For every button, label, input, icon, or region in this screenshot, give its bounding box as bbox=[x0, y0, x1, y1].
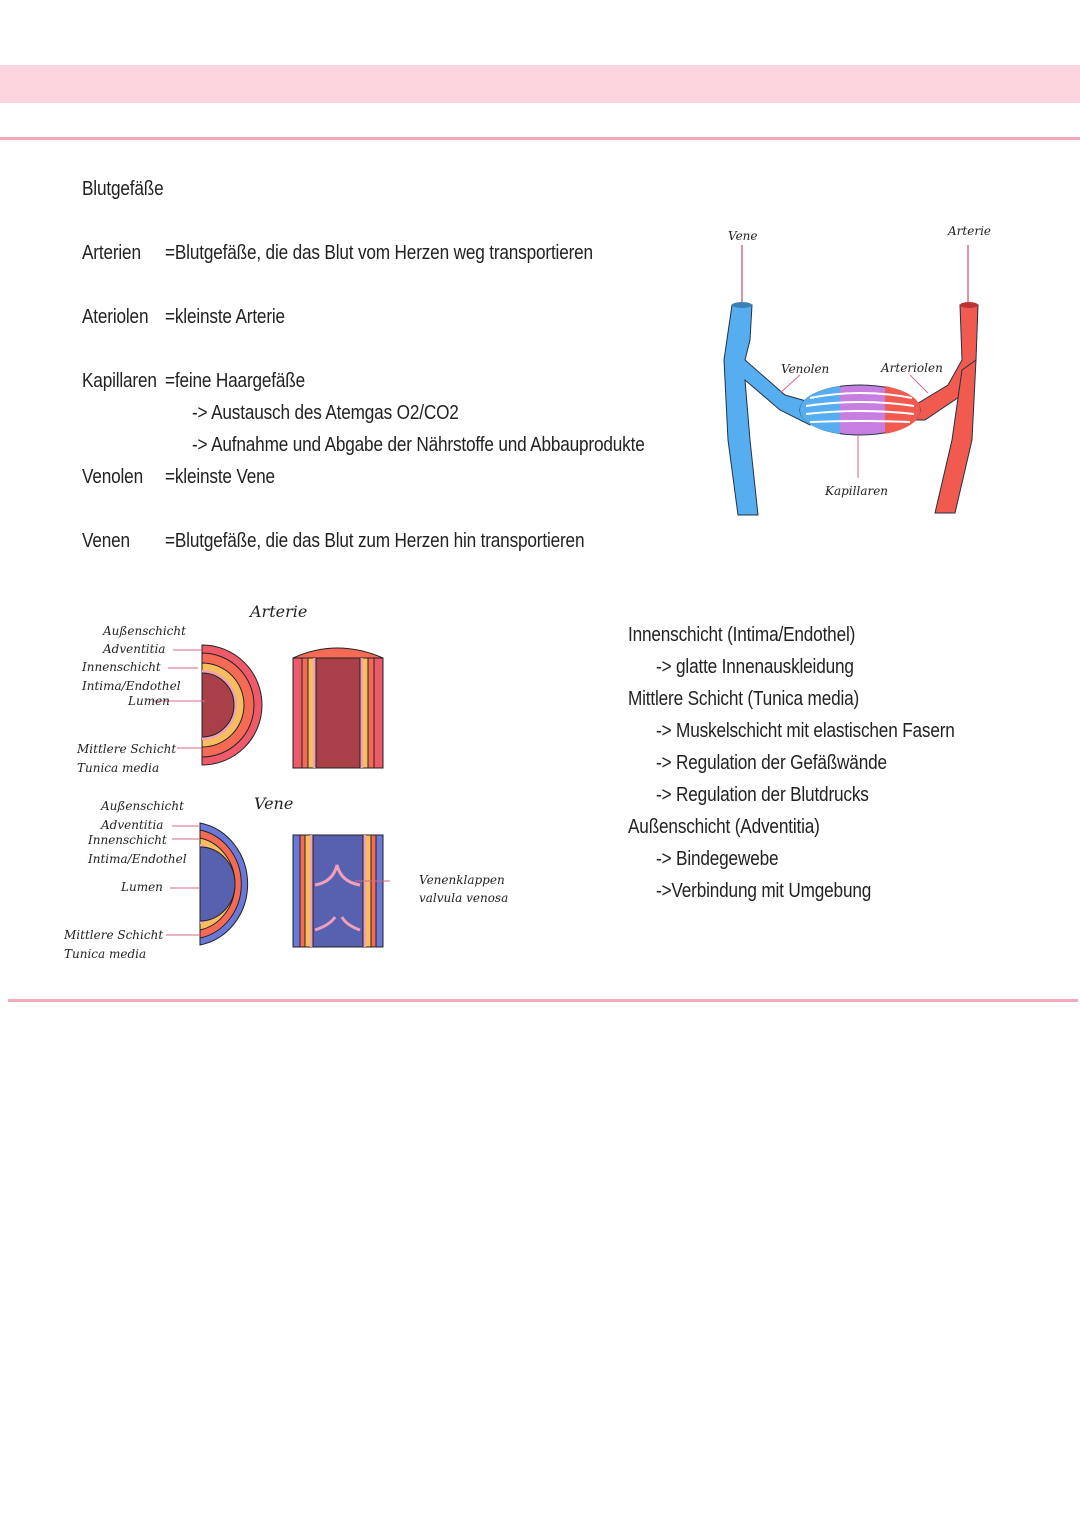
term-arterien: Arterien bbox=[82, 242, 141, 264]
layers-item: ->Verbindung mit Umgebung bbox=[656, 880, 872, 902]
artery-label-adventitia: Adventitia bbox=[103, 642, 166, 656]
note-nutrients: -> Aufnahme und Abgabe der Nährstoffe un… bbox=[192, 434, 645, 456]
layer-leader-lines bbox=[152, 649, 205, 936]
definition-venolen: =kleinste Vene bbox=[165, 466, 275, 488]
layers-item: -> Regulation der Blutdrucks bbox=[656, 784, 869, 806]
term-kapillaren: Kapillaren bbox=[82, 370, 157, 392]
vein-label-valvula: valvula venosa bbox=[419, 891, 509, 905]
label-kapillaren: Kapillaren bbox=[825, 484, 889, 498]
vein-label-tunica: Tunica media bbox=[64, 947, 147, 961]
label-arteriolen: Arteriolen bbox=[881, 361, 943, 375]
term-venolen: Venolen bbox=[82, 466, 143, 488]
vein-cross-section bbox=[199, 822, 390, 948]
header-band bbox=[0, 65, 1080, 103]
label-arterie: Arterie bbox=[948, 224, 992, 238]
layers-item: -> Bindegewebe bbox=[656, 848, 779, 870]
artery-cross-section bbox=[201, 644, 384, 769]
layers-item: -> glatte Innenauskleidung bbox=[656, 656, 854, 678]
definition-venen: =Blutgefäße, die das Blut zum Herzen hin… bbox=[165, 530, 585, 552]
artery-label-mittlere: Mittlere Schicht bbox=[77, 742, 177, 756]
artery-label-tunica: Tunica media bbox=[77, 761, 160, 775]
artery-label-aussen: Außenschicht bbox=[103, 624, 186, 638]
artery-label-innen: Innenschicht bbox=[82, 660, 161, 674]
artery-title: Arterie bbox=[250, 602, 308, 621]
definition-arterien: =Blutgefäße, die das Blut vom Herzen weg… bbox=[165, 242, 593, 264]
definition-ateriolen: =kleinste Arterie bbox=[165, 306, 285, 328]
term-ateriolen: Ateriolen bbox=[82, 306, 149, 328]
vein-label-lumen: Lumen bbox=[121, 880, 163, 894]
term-venen: Venen bbox=[82, 530, 130, 552]
artery-label-lumen: Lumen bbox=[128, 694, 170, 708]
label-vene: Vene bbox=[728, 229, 758, 243]
capillary-network-diagram bbox=[723, 245, 979, 516]
vein-label-mittlere: Mittlere Schicht bbox=[64, 928, 164, 942]
vein-label-klappen: Venenklappen bbox=[419, 873, 505, 887]
note-gas: -> Austausch des Atemgas O2/CO2 bbox=[192, 402, 459, 424]
section-title: Blutgefäße bbox=[82, 178, 164, 200]
vein-title: Vene bbox=[254, 794, 294, 813]
definition-kapillaren: =feine Haargefäße bbox=[165, 370, 306, 392]
layers-item: Mittlere Schicht (Tunica media) bbox=[628, 688, 860, 710]
layers-item: -> Regulation der Gefäßwände bbox=[656, 752, 887, 774]
artery-label-intima: Intima/Endothel bbox=[82, 679, 181, 693]
vein-label-innen: Innenschicht bbox=[88, 833, 167, 847]
layers-item: Außenschicht (Adventitia) bbox=[628, 816, 820, 838]
vein-label-intima: Intima/Endothel bbox=[88, 852, 187, 866]
divider-bottom bbox=[8, 999, 1078, 1002]
divider-top bbox=[0, 137, 1080, 140]
vein-label-aussen: Außenschicht bbox=[101, 799, 184, 813]
layers-item: Innenschicht (Intima/Endothel) bbox=[628, 624, 856, 646]
label-venolen: Venolen bbox=[781, 362, 830, 376]
vein-label-adventitia: Adventitia bbox=[101, 818, 164, 832]
layers-item: -> Muskelschicht mit elastischen Fasern bbox=[656, 720, 955, 742]
